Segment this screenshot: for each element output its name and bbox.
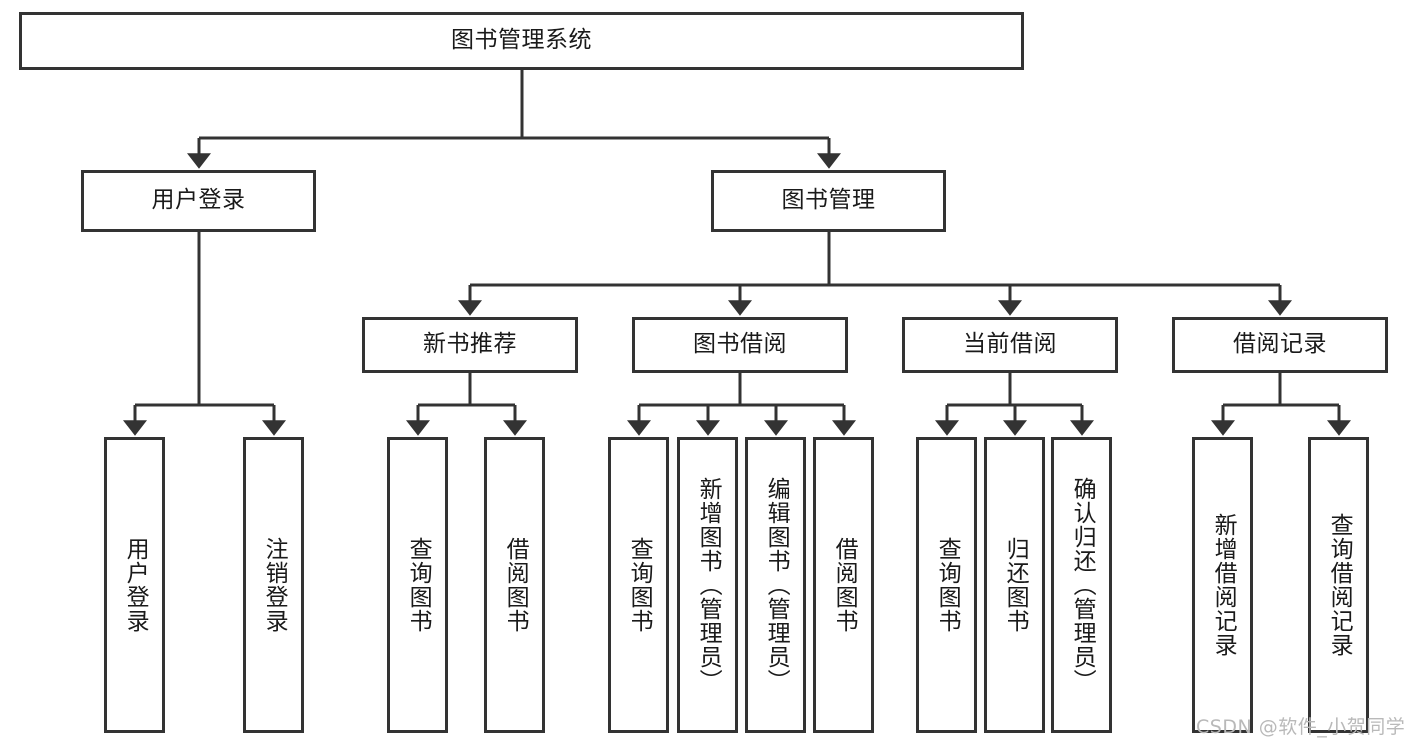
node-label: 用户登录 (151, 187, 246, 214)
node-records: 借阅记录 (1172, 317, 1388, 373)
node-label: 注销登录 (261, 537, 288, 633)
node-label: 当前借阅 (963, 331, 1057, 358)
node-leaf-bw-query: 查询图书 (608, 437, 669, 733)
node-label: 图书借阅 (693, 331, 787, 358)
node-label: 用户登录 (122, 537, 149, 633)
node-leaf-bw-borrow: 借阅图书 (813, 437, 874, 733)
node-label: 借阅图书 (502, 537, 529, 633)
node-label: 借阅图书 (831, 537, 858, 633)
node-leaf-cur-query: 查询图书 (916, 437, 977, 733)
node-current: 当前借阅 (902, 317, 1118, 373)
node-label: 查询借阅记录 (1326, 513, 1353, 657)
node-leaf-bw-edit: 编辑图书（管理员） (745, 437, 806, 733)
node-label: 查询图书 (934, 537, 961, 633)
node-label: 新增图书（管理员） (695, 477, 722, 693)
node-label: 确认归还（管理员） (1069, 477, 1096, 693)
node-label: 借阅记录 (1233, 331, 1327, 358)
node-bookmgmt: 图书管理 (711, 170, 946, 232)
node-label: 图书管理系统 (451, 27, 592, 54)
node-label: 新书推荐 (423, 331, 517, 358)
node-label: 图书管理 (781, 187, 876, 214)
node-leaf-cur-confirm: 确认归还（管理员） (1051, 437, 1112, 733)
node-leaf-rec-add: 新增借阅记录 (1192, 437, 1253, 733)
node-label: 新增借阅记录 (1210, 513, 1237, 657)
node-leaf-user-login: 用户登录 (104, 437, 165, 733)
node-label: 编辑图书（管理员） (763, 477, 790, 693)
node-leaf-bw-add: 新增图书（管理员） (677, 437, 738, 733)
node-label: 归还图书 (1002, 537, 1029, 633)
node-leaf-nb-borrow: 借阅图书 (484, 437, 545, 733)
node-label: 查询图书 (626, 537, 653, 633)
node-leaf-user-logout: 注销登录 (243, 437, 304, 733)
node-leaf-rec-query: 查询借阅记录 (1308, 437, 1369, 733)
node-leaf-nb-query: 查询图书 (387, 437, 448, 733)
csdn-watermark: CSDN @软件_小贺同学 (1196, 716, 1405, 738)
node-login: 用户登录 (81, 170, 316, 232)
node-root: 图书管理系统 (19, 12, 1024, 70)
node-leaf-cur-return: 归还图书 (984, 437, 1045, 733)
node-borrow: 图书借阅 (632, 317, 848, 373)
node-newbook: 新书推荐 (362, 317, 578, 373)
node-label: 查询图书 (405, 537, 432, 633)
